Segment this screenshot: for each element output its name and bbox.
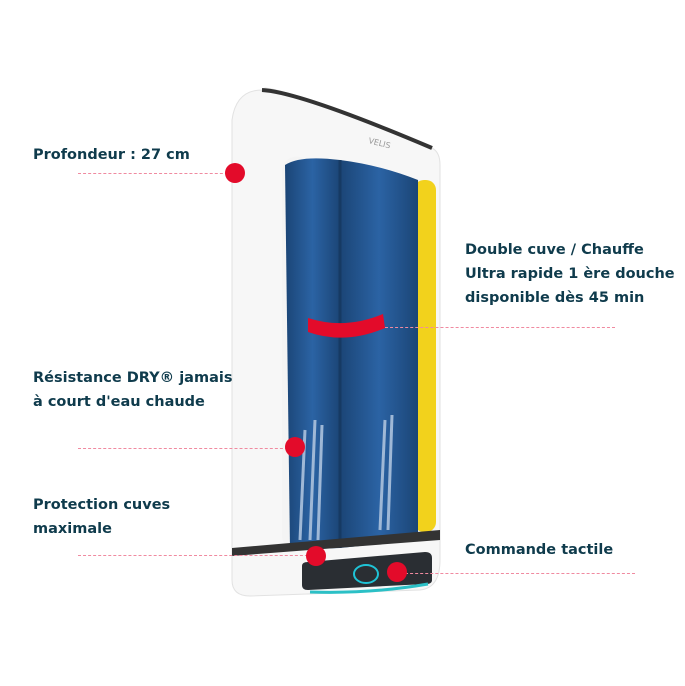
annotation-text: Ultra rapide 1 ère douche [465,266,675,282]
annotation-dry-resistance: Résistance DRY® jamais à court d'eau cha… [33,366,232,414]
annotation-touch-control: Commande tactile [465,538,613,562]
marker-dot [387,562,407,582]
annotation-text: Commande tactile [465,542,614,558]
leader-line [78,555,313,556]
marker-dot [285,437,305,457]
annotation-text: Profondeur : 27 cm [33,147,190,163]
annotation-text: à court d'eau chaude [33,394,205,410]
leader-line [385,327,615,328]
marker-dot [225,163,245,183]
leader-line [78,448,293,449]
annotation-depth: Profondeur : 27 cm [33,143,190,167]
annotation-text: disponible dès 45 min [465,290,645,306]
annotation-double-tank: Double cuve / Chauffe Ultra rapide 1 ère… [465,238,675,310]
annotation-text: maximale [33,521,112,537]
marker-dot [306,546,326,566]
annotation-text: Protection cuves [33,497,171,513]
annotation-tank-protection: Protection cuves maximale [33,493,170,541]
leader-line [400,573,635,574]
annotation-text: Double cuve / Chauffe [465,242,644,258]
leader-line [78,173,233,174]
annotation-text: Résistance DRY® jamais [33,370,233,386]
